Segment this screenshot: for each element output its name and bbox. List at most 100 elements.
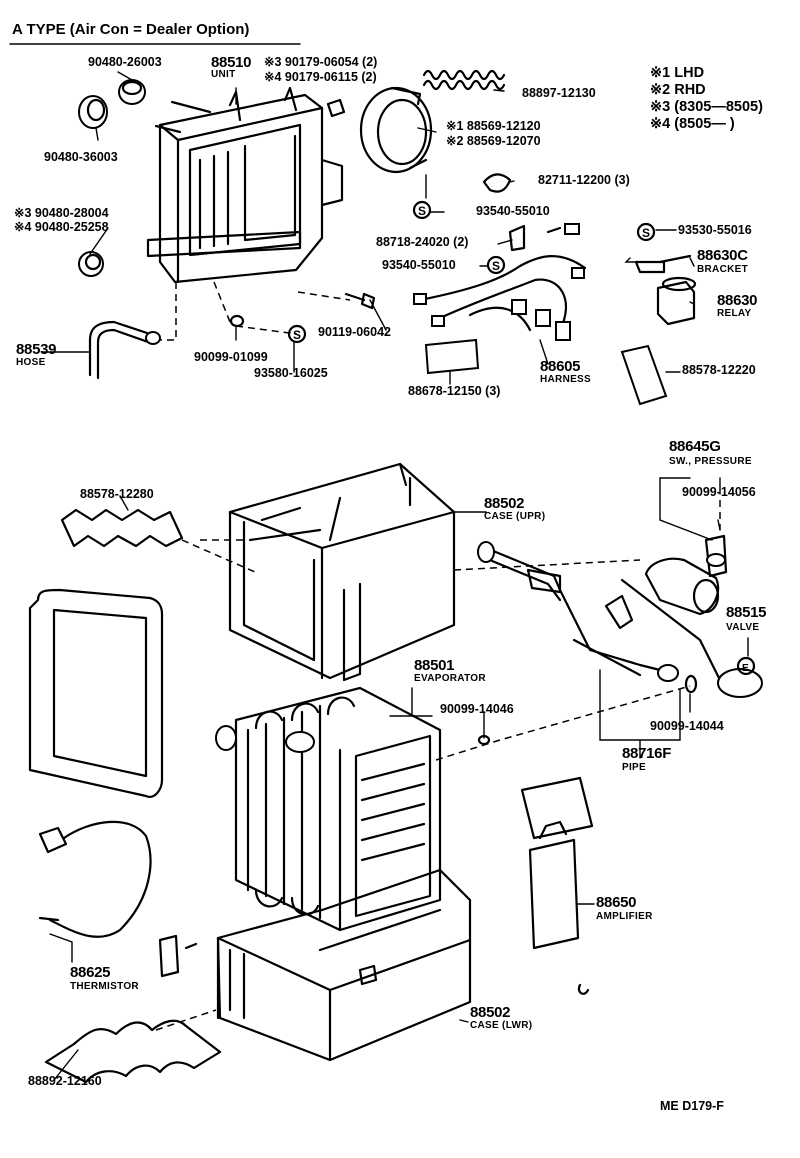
bolt-90119-06042 [344,292,376,310]
legend-lhd: ※1 LHD [650,65,705,81]
s-mark-1: S [412,200,432,220]
label-88716f: 88716F [622,745,672,762]
frame-seal-drawing [28,588,164,798]
thermistor-88625-drawing [38,820,152,938]
label-93580-16025: 93580-16025 [254,366,328,380]
label-90179-06054: ※3 90179-06054 (2) [264,55,378,69]
label-harness: HARNESS [540,374,591,385]
label-90480-28004: ※3 90480-28004 [14,206,109,220]
label-82711-12200: 82711-12200 (3) [538,173,630,187]
grommet-90480-36003 [78,95,108,129]
s-mark-2: S [486,255,506,275]
case-upper-88502-drawing [228,462,456,682]
label-evaporator: EVAPORATOR [414,673,486,684]
label-88515: 88515 [726,604,767,621]
label-case-lwr: CASE (LWR) [470,1020,533,1031]
label-88502-lwr: 88502 [470,1004,511,1021]
valve-88515-drawing: E [620,578,763,698]
label-90099-14056: 90099-14056 [682,485,756,499]
o-ring-90099-14044 [684,674,698,694]
sw-pressure-88645g [704,534,728,578]
label-88897-12130: 88897-12130 [522,86,596,100]
label-93540-55010-a: 93540-55010 [476,204,550,218]
pad-88578-12220 [620,344,668,406]
pad-88578-12280 [60,508,184,548]
hose-88539-drawing [88,320,161,380]
amplifier-88650-drawing [520,776,594,950]
label-valve: VALVE [726,622,760,633]
clip-small [604,594,634,630]
dash-line-pad [181,539,256,573]
svg-text:S: S [642,226,650,240]
label-88502-upr: 88502 [484,495,525,512]
label-88718-24020: 88718-24020 (2) [376,235,469,249]
grommet-90480-28004 [78,251,104,277]
label-88501: 88501 [414,657,455,674]
label-relay: RELAY [717,308,752,319]
footer-code: ME D179-F [660,1099,724,1113]
label-88892-12160: 88892-12160 [28,1074,102,1088]
label-88625: 88625 [70,964,111,981]
label-88605: 88605 [540,358,581,375]
label-88569-12120: ※1 88569-12120 [446,119,541,133]
case-lower-88502-drawing [216,868,472,1062]
label-88578-12220: 88578-12220 [682,363,756,377]
label-88510: 88510 [211,54,252,71]
label-90119-06042: 90119-06042 [318,325,391,339]
grommet-90480-26003 [118,79,146,105]
legend-date-4: ※4 (8505— ) [650,116,735,132]
clip-bracket-small [158,934,198,978]
label-90099-14044: 90099-14044 [650,719,724,733]
bracket-88630c [634,254,692,274]
relay-88630 [656,276,697,326]
evaporator-88501-drawing [215,686,442,932]
label-pipe: PIPE [622,762,646,773]
label-88645g: 88645G [669,438,721,455]
legend-date-3: ※3 (8305—8505) [650,99,763,115]
pipe-88716f-drawing [477,541,679,682]
svg-text:S: S [418,204,426,218]
label-93530-55016: 93530-55016 [678,223,752,237]
label-thermistor: THERMISTOR [70,981,139,992]
label-90480-26003: 90480-26003 [88,55,162,69]
label-88539: 88539 [16,341,57,358]
washer-90099-01099 [229,314,245,328]
label-unit: UNIT [211,69,236,80]
small-spring-clip [577,983,590,995]
spring-88897-12130 [422,69,506,91]
diagram-title: A TYPE (Air Con = Dealer Option) [12,21,250,38]
label-88630c: 88630C [697,247,748,264]
label-90480-25258: ※4 90480-25258 [14,220,109,234]
clamp-88718-24020 [508,224,526,252]
ring-88569 [359,86,433,174]
label-hose: HOSE [16,357,46,368]
unit-88510-drawing [146,86,344,284]
label-88569-12070: ※2 88569-12070 [446,134,541,148]
dash-lines-pipe [435,500,721,761]
label-bracket: BRACKET [697,264,748,275]
clip-90179 [326,98,346,118]
label-88630: 88630 [717,292,758,309]
label-sw-pressure: SW., PRESSURE [669,456,752,467]
label-case-upr: CASE (UPR) [484,511,546,522]
label-90480-36003: 90480-36003 [44,150,118,164]
svg-text:S: S [492,259,500,273]
leader-lines [41,71,749,1081]
legend-rhd: ※2 RHD [650,82,706,98]
label-93540-55010-b: 93540-55010 [382,258,456,272]
pad-88892-12160 [44,1019,222,1084]
svg-text:E: E [742,663,749,674]
s-mark-4: S [287,324,307,344]
dash-line-lwr [155,1009,217,1031]
label-88678-12150: 88678-12150 (3) [408,384,501,398]
label-90179-06115: ※4 90179-06115 (2) [264,70,377,84]
pad-88678-12150 [424,338,480,375]
label-amplifier: AMPLIFIER [596,911,653,922]
label-90099-01099: 90099-01099 [194,350,268,364]
svg-text:S: S [293,328,301,342]
label-90099-14046: 90099-14046 [440,702,514,716]
s-mark-3: S [636,222,656,242]
label-88650: 88650 [596,894,637,911]
